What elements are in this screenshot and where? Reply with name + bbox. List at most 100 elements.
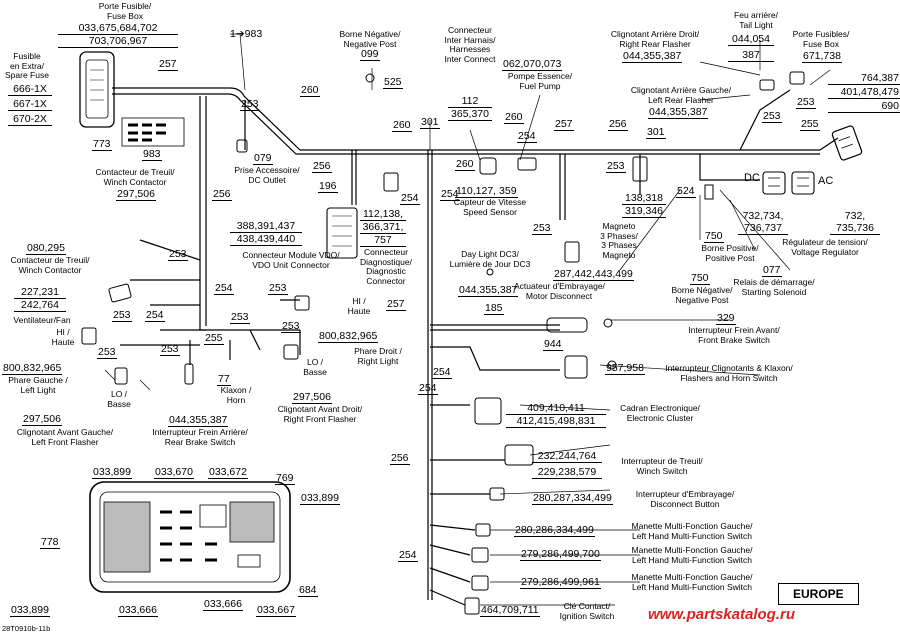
part-732-dc: 732,734, 736,737 — [738, 210, 788, 235]
part-099: 099 — [360, 48, 380, 61]
left-light-label: Phare Gauche / Left Light — [8, 375, 68, 395]
part-196: 196 — [318, 180, 338, 193]
part-256b: 256 — [312, 160, 332, 173]
disconnect-button-label: Interrupteur d'Embrayage/ Disconnect But… — [635, 489, 735, 509]
diag-connector-label: Connecteur Diagnostique/ Diagnostic Conn… — [360, 247, 412, 286]
neg-post-mid-label: Borne Négative/ Negative Post — [671, 285, 733, 305]
part-253i: 253 — [281, 320, 301, 333]
fuse-label-card — [121, 117, 185, 147]
fuse-box-detail — [89, 481, 291, 593]
horn-label: Klaxon / Horn — [220, 385, 252, 405]
fan-label: Ventilateur/Fan — [13, 315, 71, 325]
part-260d: 260 — [455, 158, 475, 171]
tail-light-label: Feu arrière/ Tail Light — [734, 10, 778, 30]
vdo-connector — [326, 207, 358, 259]
part-227-group: 227,231 242,764 — [14, 286, 66, 312]
part-301b: 301 — [646, 126, 666, 139]
part-388-group: 388,391,437 438,439,440 — [230, 220, 302, 246]
part-254d: 254 — [214, 282, 234, 295]
document-id: 28T0910b-11b — [2, 624, 51, 633]
part-750b: 750 — [690, 272, 710, 285]
rf-flasher-label: Clignotant Avant Droit/ Right Front Flas… — [277, 404, 363, 424]
part-253k: 253 — [160, 343, 180, 356]
part-232-group: 232,244,764 229,238,579 — [532, 450, 602, 479]
lf-flasher-label: Clignotant Avant Gauche/ Left Front Flas… — [16, 427, 114, 447]
part-253j: 253 — [97, 346, 117, 359]
rr-flasher-label: Clignotant Arrière Droit/ Right Rear Fla… — [610, 29, 700, 49]
ignition-switch-label: Clé Contact/ Ignition Switch — [559, 601, 615, 621]
lh-switch-2-label: Manette Multi-Fonction Gauche/ Left Hand… — [631, 545, 753, 565]
right-light-label: Phare Droit / Right Light — [354, 346, 402, 366]
part-957: 957,958 — [605, 362, 645, 375]
regulator-dc — [762, 171, 786, 195]
part-280b: 280,286,334,499 — [514, 524, 595, 537]
harness-trunk — [112, 87, 839, 606]
part-297-left: 297,506 — [22, 413, 62, 426]
fuse-box-left — [79, 51, 115, 128]
label-dc: DC — [744, 172, 760, 184]
part-750a: 750 — [704, 230, 724, 243]
part-033-672: 033,672 — [208, 466, 248, 479]
part-044-tail: 044,054 387 — [728, 33, 774, 62]
part-280a: 280,287,334,499 — [532, 492, 613, 505]
hi-haute-right-label: HI / Haute — [347, 296, 371, 316]
leader-lines — [104, 33, 831, 606]
part-260a: 260 — [300, 84, 320, 97]
part-732-ac: 732, 735,736 — [830, 210, 880, 235]
part-671: 671,738 — [802, 50, 842, 63]
magneto-label: Magneto 3 Phases/ 3 Phases Magneto — [600, 221, 638, 260]
day-light-label: Day Light DC3/ Lumière de Jour DC3 — [449, 249, 531, 269]
pos-post-label: Borne Positive/ Positive Post — [701, 243, 759, 263]
part-256c: 256 — [212, 188, 232, 201]
part-279a: 279,286,499,700 — [520, 548, 601, 561]
lh-switch-1-label: Manette Multi-Fonction Gauche/ Left Hand… — [631, 521, 753, 541]
part-062: 062,070,073 — [502, 58, 563, 71]
part-260b: 260 — [392, 119, 412, 132]
part-297-top: 297,506 — [116, 188, 156, 201]
part-77: 77 — [217, 373, 231, 386]
fuse-box-left-parts: 033,675,684,702 703,706,967 — [58, 22, 178, 48]
part-253a: 253 — [240, 98, 260, 111]
part-253c: 253 — [606, 160, 626, 173]
part-033-899a: 033,899 — [92, 466, 132, 479]
part-464: 464,709,711 — [480, 604, 540, 617]
inter-connect-label: Connecteur Inter Harnais/ Harnesses Inte… — [444, 25, 496, 64]
fuse-box-right-label: Porte Fusibles/ Fuse Box — [792, 29, 850, 49]
part-684: 684 — [298, 584, 318, 597]
disconnect-actuator-label: Actuateur d'Embrayage/ Motor Disconnect — [514, 281, 605, 301]
hi-haute-left-label: HI / Haute — [51, 327, 75, 347]
voltage-regulator-label: Régulateur de tension/ Voltage Regulator — [782, 237, 868, 257]
part-253f: 253 — [268, 282, 288, 295]
part-253b: 253 — [762, 110, 782, 123]
part-254e: 254 — [145, 309, 165, 322]
part-257b: 257 — [554, 118, 574, 131]
connectors — [81, 71, 805, 615]
fuel-pump-label: Pompe Essence/ Fuel Pump — [507, 71, 573, 91]
part-253b2: 253 — [796, 96, 816, 109]
part-983: 983 — [142, 148, 162, 161]
part-253h: 253 — [230, 311, 250, 324]
part-033-899b: 033,899 — [300, 492, 340, 505]
part-033-670: 033,670 — [154, 466, 194, 479]
winch-switch-label: Interrupteur de Treuil/ Winch Switch — [621, 456, 703, 476]
part-287: 287,442,443,499 — [553, 268, 634, 281]
part-256a: 256 — [608, 118, 628, 131]
part-800-left: 800,832,965 — [2, 362, 63, 375]
flashers-horn-label: Interrupteur Clignotants & Klaxon/ Flash… — [665, 363, 793, 383]
part-112-365: 112 365,370 — [448, 95, 492, 121]
part-773: 773 — [92, 138, 112, 151]
part-254c: 254 — [440, 188, 460, 201]
part-044-day: 044,355,387 — [458, 284, 519, 297]
part-044-rr: 044,355,387 — [622, 50, 683, 63]
part-033-667: 033,667 — [256, 604, 296, 617]
lo-basse-right-label: LO / Basse — [303, 357, 327, 377]
part-254g-top: 254 — [418, 382, 438, 395]
part-044-lr: 044,355,387 — [648, 106, 709, 119]
neg-post-top-label: Borne Négative/ Negative Post — [339, 29, 401, 49]
part-255a: 255 — [800, 118, 820, 131]
part-079: 079 — [253, 152, 273, 165]
part-254b: 254 — [400, 192, 420, 205]
part-279b: 279,286,499,961 — [520, 576, 601, 589]
part-255b: 255 — [204, 332, 224, 345]
